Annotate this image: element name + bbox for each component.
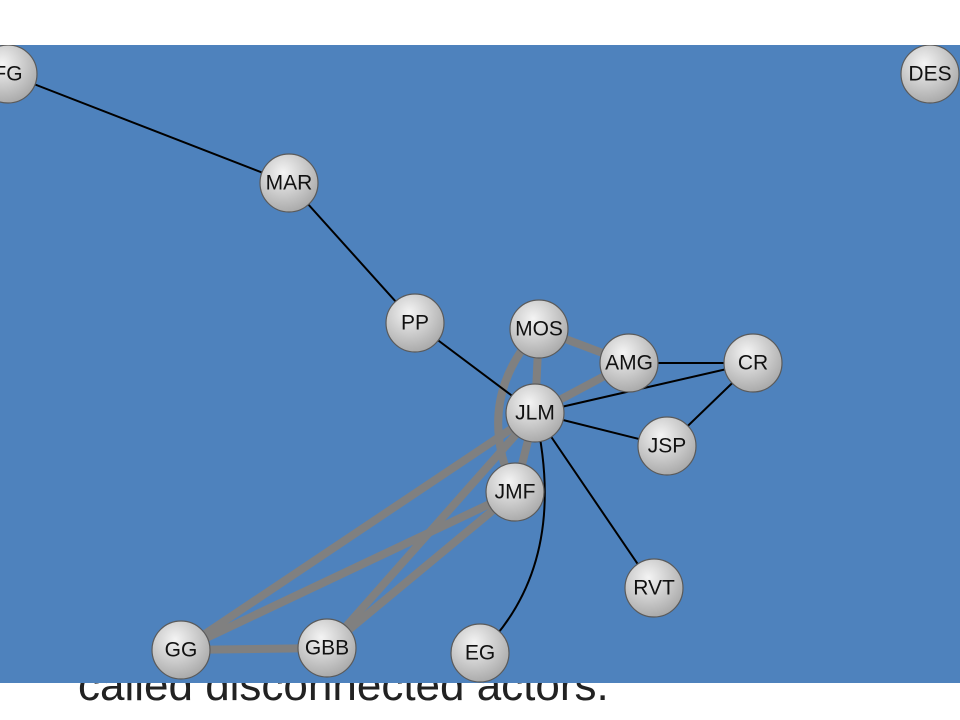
node-label: JSP xyxy=(648,435,687,458)
node-circle[interactable] xyxy=(485,462,545,522)
node-circle[interactable] xyxy=(297,618,357,678)
node-circle[interactable] xyxy=(624,558,684,618)
node-cr[interactable]: CR xyxy=(723,333,783,393)
diagram-background xyxy=(0,45,960,683)
node-label: MAR xyxy=(266,172,313,195)
node-label: RVT xyxy=(633,577,675,600)
node-mos[interactable]: MOS xyxy=(509,299,569,359)
node-circle[interactable] xyxy=(151,620,211,680)
node-label: GG xyxy=(165,639,198,662)
node-layer: FG DES MAR PP MOS AMG CR JLM JSP JMF RVT GG GBB EG xyxy=(0,45,960,683)
node-fg[interactable]: FG xyxy=(0,45,38,104)
node-circle[interactable] xyxy=(505,383,565,443)
node-circle[interactable] xyxy=(450,623,510,683)
node-gbb[interactable]: GBB xyxy=(297,618,357,678)
edge-jlm-gg xyxy=(177,409,539,654)
edge-jmf-gbb xyxy=(323,488,519,652)
edge-jlm-rvt xyxy=(534,412,655,589)
edge-jlm-eg xyxy=(479,412,546,654)
node-label: GBB xyxy=(305,637,349,660)
node-jlm[interactable]: JLM xyxy=(505,383,565,443)
node-label: EG xyxy=(465,642,495,665)
node-label: FG xyxy=(0,63,23,86)
node-label: JLM xyxy=(515,402,555,425)
node-circle[interactable] xyxy=(900,45,960,104)
node-label: DES xyxy=(908,63,951,86)
node-pp[interactable]: PP xyxy=(385,293,445,353)
node-label: MOS xyxy=(515,318,563,341)
node-eg[interactable]: EG xyxy=(450,623,510,683)
node-rvt[interactable]: RVT xyxy=(624,558,684,618)
node-label: CR xyxy=(738,352,768,375)
node-jsp[interactable]: JSP xyxy=(637,416,697,476)
network-diagram: FG DES MAR PP MOS AMG CR JLM JSP JMF RVT GG GBB EG xyxy=(0,45,960,683)
node-circle[interactable] xyxy=(385,293,445,353)
node-circle[interactable] xyxy=(0,45,38,104)
node-circle[interactable] xyxy=(637,416,697,476)
node-gg[interactable]: GG xyxy=(151,620,211,680)
node-circle[interactable] xyxy=(259,153,319,213)
network-diagram-panel: FG DES MAR PP MOS AMG CR JLM JSP JMF RVT GG GBB EG xyxy=(0,45,960,683)
node-label: AMG xyxy=(605,352,653,375)
node-jmf[interactable]: JMF xyxy=(485,462,545,522)
node-label: JMF xyxy=(495,481,536,504)
edge-jmf-gg xyxy=(177,488,519,654)
node-amg[interactable]: AMG xyxy=(599,333,659,393)
edge-mar-pp xyxy=(288,182,416,324)
edge-fg-mar xyxy=(7,73,290,184)
node-des[interactable]: DES xyxy=(900,45,960,104)
node-mar[interactable]: MAR xyxy=(259,153,319,213)
node-label: PP xyxy=(401,312,429,335)
node-circle[interactable] xyxy=(599,333,659,393)
node-circle[interactable] xyxy=(723,333,783,393)
node-circle[interactable] xyxy=(509,299,569,359)
